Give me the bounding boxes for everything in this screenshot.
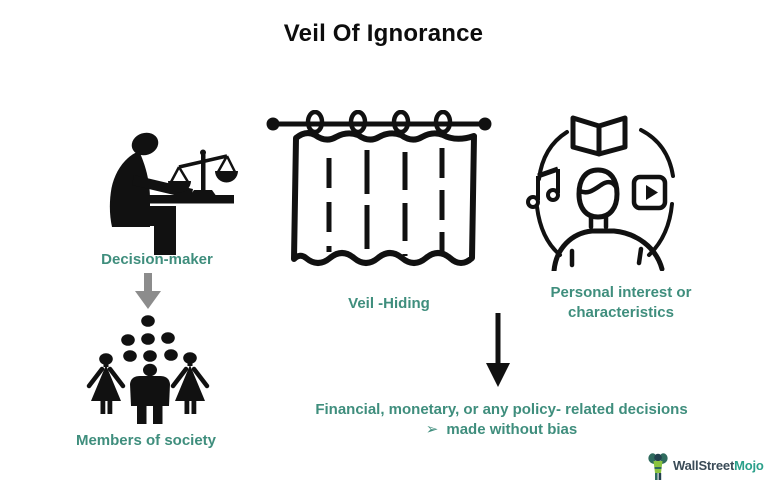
arrow-bullet-icon: ➢ (425, 421, 439, 439)
logo-text-mojo: Mojo (734, 457, 764, 473)
outcome-text: Financial, monetary, or any policy- rela… (280, 400, 723, 441)
outcome-line2: ➢ made without bias (280, 420, 723, 440)
curtain-icon (266, 110, 492, 266)
mascot-icon (648, 453, 668, 480)
outcome-line1: Financial, monetary, or any policy- rela… (315, 401, 688, 418)
outcome-line2-text: made without bias (446, 421, 578, 439)
members-of-society-label: Members of society (75, 432, 217, 449)
decision-maker-icon (109, 132, 238, 255)
wallstreetmojo-logo: WallStreetMojo (646, 450, 764, 480)
logo-text: WallStreetMojo (673, 458, 764, 473)
decision-maker-label: Decision-maker (101, 251, 213, 268)
book-icon (570, 115, 628, 157)
diagram-title: Veil Of Ignorance (283, 20, 484, 47)
personal-interest-label: Personal interest or characteristics (550, 284, 692, 321)
music-note-icon (526, 166, 560, 209)
personal-interest-icon (526, 115, 675, 271)
down-arrow-icon (135, 273, 161, 309)
members-of-society-icon (86, 315, 210, 424)
veil-label: Veil -Hiding (348, 295, 430, 312)
down-arrow-black-icon (486, 313, 510, 387)
person-icon (551, 167, 665, 271)
scales-icon (168, 149, 238, 197)
play-button-icon (631, 174, 668, 211)
logo-text-wallstreet: WallStreet (673, 457, 735, 473)
